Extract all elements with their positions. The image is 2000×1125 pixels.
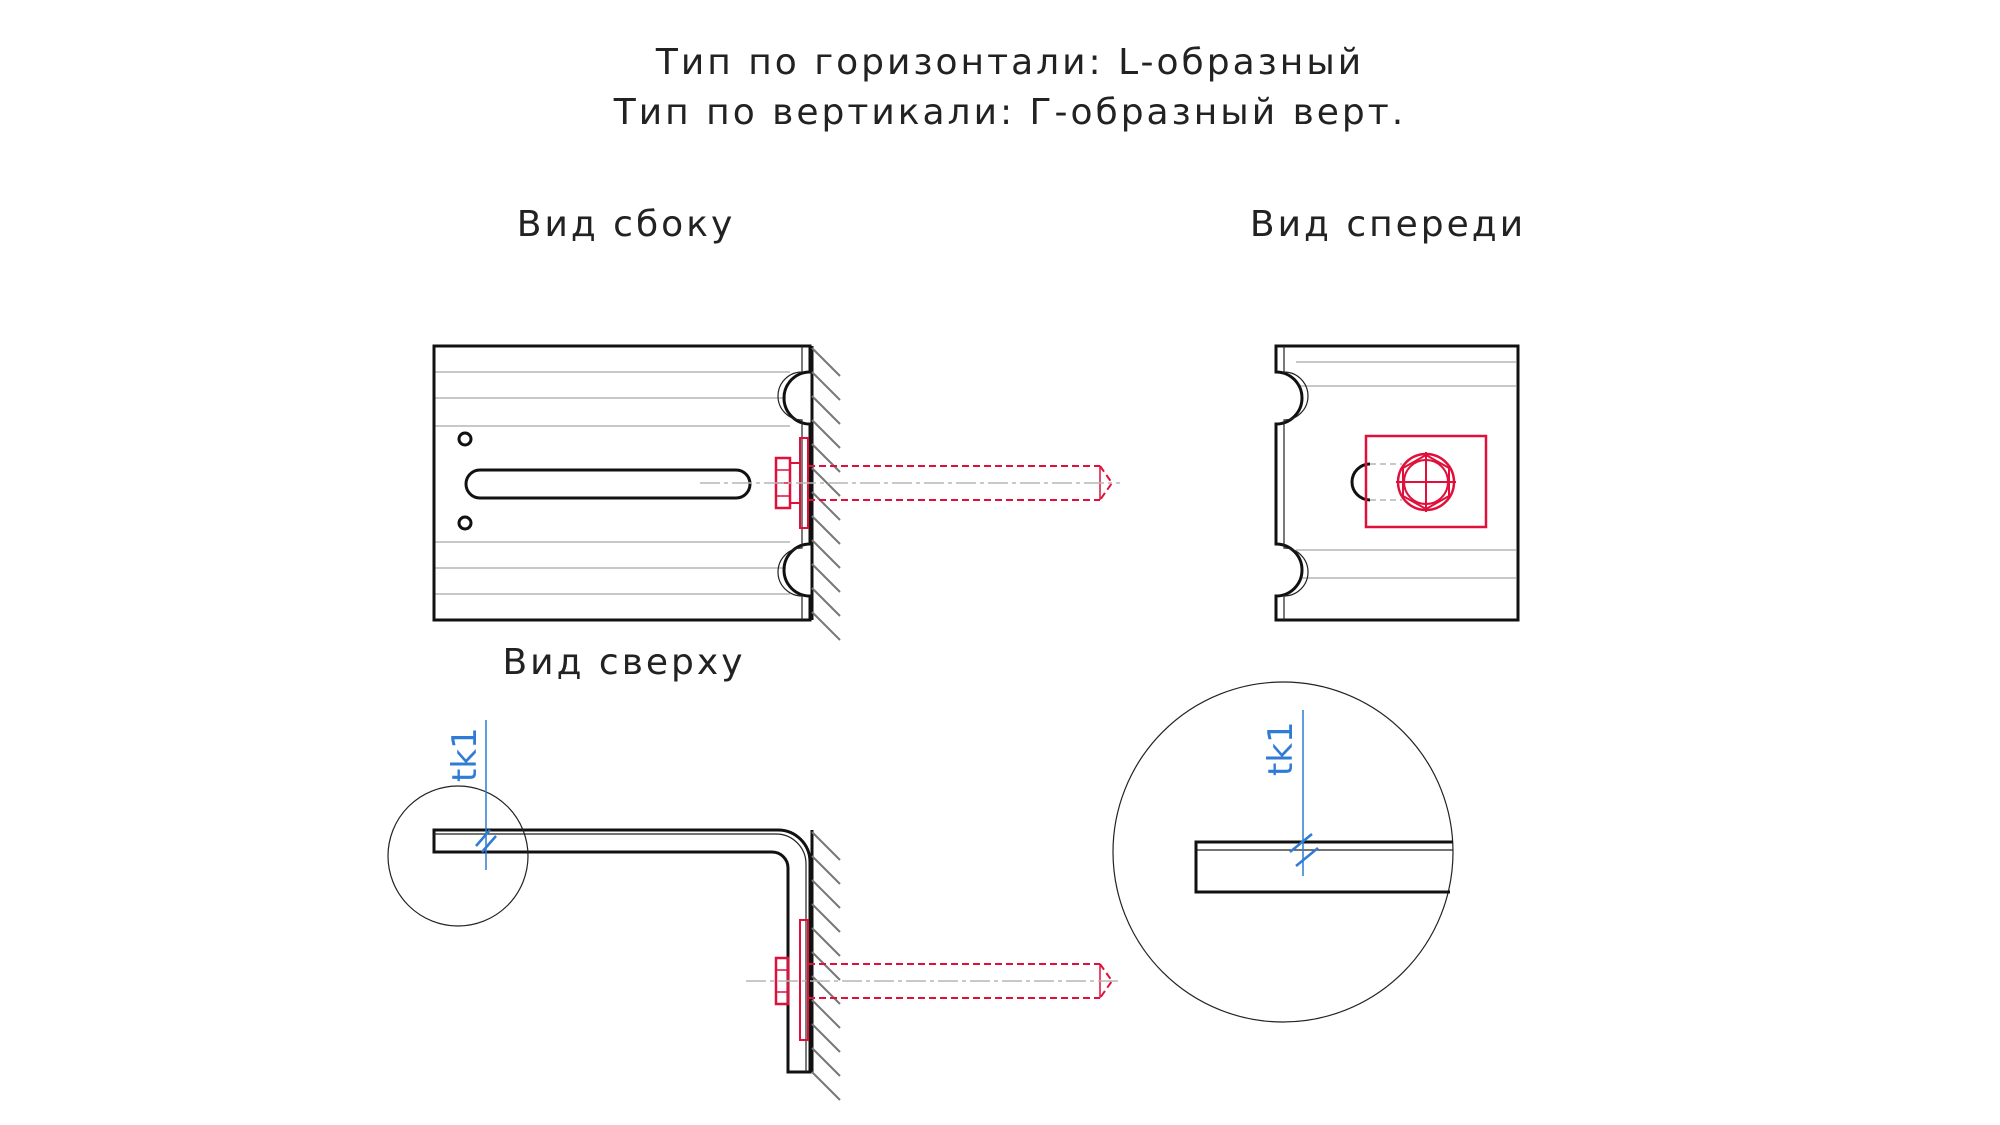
top-view-thickness-label: tk1: [445, 727, 485, 782]
detail-view-circle: [1112, 681, 1454, 1023]
detail-view-thickness-callout: [1289, 710, 1319, 876]
top-view-bracket-profile: [432, 828, 812, 1074]
top-view-label: Вид сверху: [502, 642, 745, 683]
side-view-hole-top: [457, 431, 473, 447]
side-view-wall-hatch: [811, 347, 841, 641]
side-view-slot: [464, 468, 752, 500]
detail-view: tk1: [1112, 681, 1454, 1023]
top-view-thickness-callout: [475, 720, 497, 870]
detail-view-thickness-label: tk1: [1261, 721, 1301, 776]
front-view-label: Вид спереди: [1250, 204, 1526, 245]
side-view-bracket-outline: [432, 344, 812, 622]
top-view: tk1: [387, 720, 1120, 1101]
drawing-title: Тип по горизонтали: L-образный Тип по ве…: [613, 42, 1406, 133]
front-view: [1274, 344, 1520, 622]
side-view: [432, 344, 1120, 641]
side-view-hole-bottom: [457, 515, 473, 531]
front-view-anchor-washer: [1364, 434, 1488, 529]
side-view-grain-lines: [435, 371, 790, 595]
top-view-anchor-bolt: [774, 919, 1114, 1041]
top-view-detail-circle: [387, 785, 529, 927]
front-view-bracket-outline: [1274, 344, 1520, 622]
title-line-horizontal-type: Тип по горизонтали: L-образный: [655, 42, 1364, 83]
front-view-grain-lines: [1296, 361, 1516, 579]
front-view-slot-end: [1350, 462, 1371, 502]
top-view-wall-hatch: [811, 831, 841, 1101]
title-line-vertical-type: Тип по вертикали: Г-образный верт.: [613, 92, 1406, 133]
side-view-label: Вид сбоку: [517, 204, 736, 245]
